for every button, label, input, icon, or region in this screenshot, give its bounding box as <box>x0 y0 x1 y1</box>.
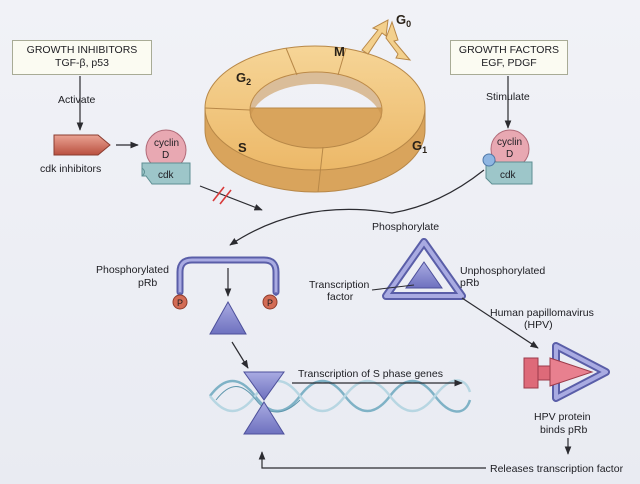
d-right-label: D <box>506 149 513 160</box>
blocked-arrow <box>199 185 263 211</box>
hpv-label-1: Human papillomavirus <box>490 307 594 319</box>
transcription-factor-pointer <box>371 284 415 291</box>
unphosphorylated-label-1: Unphosphorylated <box>460 265 545 277</box>
cdk-inhibitors-label: cdk inhibitors <box>40 163 101 175</box>
tf-to-dna-arrow <box>231 341 249 369</box>
hpv-label-2: (HPV) <box>524 319 553 331</box>
growth-factors-title: GROWTH FACTORS <box>458 44 560 56</box>
hpv-binds-label-1: HPV protein <box>534 411 591 423</box>
cdk-inhibitor-shape <box>53 134 111 156</box>
dna-helix <box>209 379 472 413</box>
releases-label: Releases transcription factor <box>490 463 624 475</box>
cyclin-cdk-complex-right <box>482 129 533 185</box>
complex-to-prb-arrow <box>391 169 485 214</box>
transcription-factor-label-1: Transcription <box>309 279 369 291</box>
hpv-arrow <box>461 297 539 349</box>
releases-return-arrow <box>258 451 486 469</box>
phosphorylated-label-2: pRb <box>138 277 157 289</box>
phase-g1-label: G1 <box>412 138 427 155</box>
phosphate-left-label: P <box>177 298 183 308</box>
phase-g2-label: G2 <box>236 70 251 87</box>
phase-g0-label: G0 <box>396 12 411 29</box>
phosphorylate-curve-arrow <box>229 208 393 246</box>
transcription-s-label: Transcription of S phase genes <box>298 368 443 380</box>
hpv-binds-label-2: binds pRb <box>540 424 587 436</box>
free-transcription-factor <box>209 300 247 335</box>
growth-inhibitors-box: GROWTH INHIBITORS TGF-β, p53 <box>12 40 152 75</box>
ring-inner-wall <box>250 72 382 122</box>
hpv-protein-complex <box>523 342 610 402</box>
phosphate-right-label: P <box>267 298 273 308</box>
cyclin-left-label: cyclin <box>154 138 179 149</box>
phase-m-label: M <box>334 44 345 59</box>
transcription-factor-label-2: factor <box>327 291 354 303</box>
growth-factors-box: GROWTH FACTORS EGF, PDGF <box>450 40 568 75</box>
stimulate-label: Stimulate <box>486 91 530 103</box>
cyclin-cdk-complex-left <box>141 129 191 185</box>
ring-divider <box>285 47 298 76</box>
block-mark <box>219 189 232 205</box>
growth-factors-subtitle: EGF, PDGF <box>481 57 537 69</box>
ring-divider <box>204 107 251 111</box>
growth-inhibitors-subtitle: TGF-β, p53 <box>55 57 109 69</box>
phosphorylated-prb <box>172 256 280 310</box>
g0-exit-arrows <box>361 19 412 61</box>
d-left-label: D <box>162 150 169 161</box>
cdk-right-label: cdk <box>500 170 517 181</box>
cell-cycle-ring <box>204 45 426 193</box>
block-mark <box>212 186 225 202</box>
phosphorylated-label-1: Phosphorylated <box>96 264 169 276</box>
ring-divider <box>337 47 347 76</box>
cdk-left-label: cdk <box>158 170 175 181</box>
tf-on-dna-bottom <box>243 401 285 435</box>
ring-divider <box>317 146 324 193</box>
tf-on-dna-top <box>243 371 285 401</box>
growth-inhibitors-title: GROWTH INHIBITORS <box>26 44 138 56</box>
phase-s-label: S <box>238 140 247 155</box>
unphosphorylated-prb-complex <box>382 238 466 300</box>
phosphorylate-label: Phosphorylate <box>372 221 439 233</box>
cyclin-right-label: cyclin <box>497 137 522 148</box>
unphosphorylated-label-2: pRb <box>460 277 479 289</box>
activate-label: Activate <box>58 94 96 106</box>
